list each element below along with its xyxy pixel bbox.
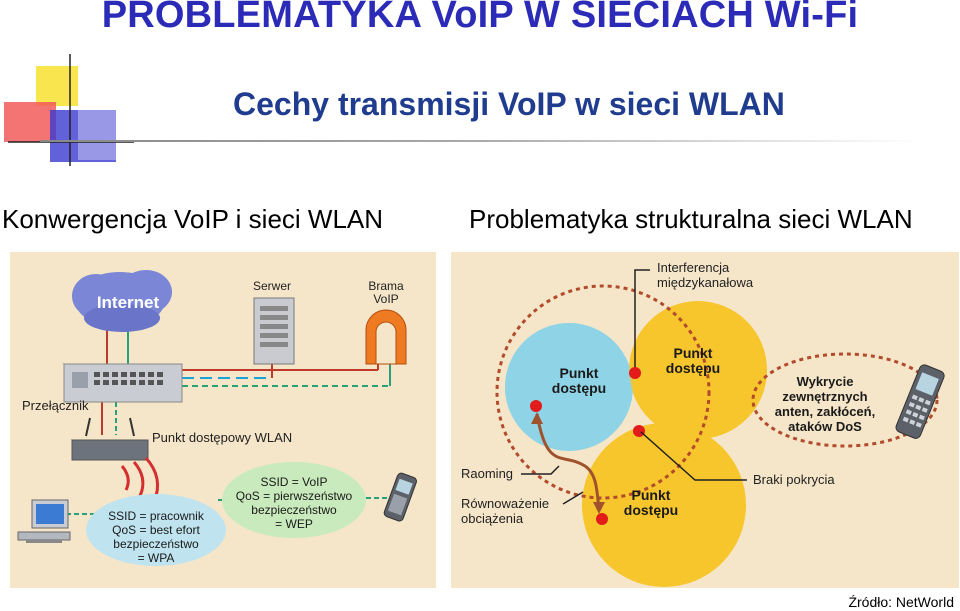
ssid-employee-line3: bezpieczeństwo	[113, 537, 199, 551]
coverage-area-ap3	[582, 423, 746, 587]
load-balance-label-line2: obciążenia	[461, 511, 524, 526]
interference-pointer	[634, 269, 650, 370]
network-links	[66, 330, 391, 515]
load-balance-pointer	[562, 491, 584, 505]
ap3-label-line1: Punkt	[632, 487, 671, 503]
decorative-logo	[4, 54, 134, 166]
coverage-area-ap2	[629, 301, 767, 439]
ssid-voip-line4: = WEP	[275, 517, 313, 531]
ssid-employee-line4: = WPA	[138, 551, 175, 565]
station-dot-3	[633, 425, 645, 437]
page-subtitle: Cechy transmisji VoIP w sieci WLAN	[233, 86, 785, 122]
internet-cloud-icon	[72, 270, 172, 332]
load-balance-label-line1: Równoważenie	[461, 496, 549, 511]
roaming-arrow-head	[593, 502, 605, 514]
dashed-ring-1	[495, 284, 711, 500]
page-title: PROBLEMATYKA VoIP W SIECIACH Wi-Fi	[101, 0, 859, 36]
computer-icon	[17, 499, 71, 543]
external-threats-line4: ataków DoS	[788, 419, 862, 434]
server-icon	[253, 297, 295, 365]
access-point-label: Punkt dostępowy WLAN	[152, 430, 292, 445]
mobile-phone-icon	[383, 472, 417, 522]
ssid-voip-line1: SSID = VoIP	[260, 475, 327, 489]
switch-label: Przełącznik	[22, 398, 89, 413]
internet-label: Internet	[97, 293, 160, 312]
roaming-label: Raoming	[461, 466, 513, 481]
voip-gateway-icon	[365, 309, 407, 365]
ap3-label-line2: dostępu	[624, 502, 678, 518]
station-dot-1	[629, 367, 641, 379]
coverage-gaps-label: Braki pokrycia	[753, 472, 835, 487]
right-column-heading: Problematyka strukturalna sieci WLAN	[469, 204, 913, 234]
ssid-employee-line1: SSID = pracownik	[108, 509, 205, 523]
wlan-structure-diagram: Interferencja międzykanałowa Punkt dostę…	[451, 252, 959, 588]
ap1-label-line1: Punkt	[560, 365, 599, 381]
ap1-label-line2: dostępu	[552, 380, 606, 396]
gateway-label-line2: VoIP	[373, 292, 398, 306]
dashed-ring-external	[751, 352, 939, 448]
external-threats-line2: zewnętrznych	[782, 389, 867, 404]
left-column-heading: Konwergencja VoIP i sieci WLAN	[2, 204, 384, 234]
title-divider	[40, 140, 920, 142]
coverage-gaps-pointer	[640, 431, 747, 481]
roaming-pointer	[521, 465, 560, 475]
access-point-icon	[70, 417, 150, 461]
ssid-employee-bubble	[86, 494, 226, 566]
switch-icon	[62, 363, 184, 403]
server-label: Serwer	[253, 279, 291, 293]
source-caption: Źródło: NetWorld	[848, 594, 954, 610]
ssid-voip-line2: QoS = pierwszeństwo	[236, 489, 353, 503]
external-threats-line1: Wykrycie	[797, 374, 854, 389]
ssid-voip-line3: bezpieczeństwo	[251, 503, 337, 517]
convergence-diagram: Internet Serwer Brama VoIP	[10, 252, 436, 588]
ap2-label-line2: dostępu	[666, 360, 720, 376]
interference-label-line1: Interferencja	[657, 260, 730, 275]
gateway-label-line1: Brama	[368, 279, 404, 293]
station-dot-2	[530, 400, 542, 412]
interference-label-line2: międzykanałowa	[657, 275, 754, 290]
roaming-arrow-tail	[531, 412, 543, 424]
ap2-label-line1: Punkt	[674, 345, 713, 361]
mobile-phone-icon	[895, 364, 945, 439]
ssid-employee-line2: QoS = best efort	[112, 523, 200, 537]
external-threats-line3: anten, zakłóceń,	[775, 404, 875, 419]
roaming-arrow	[535, 413, 601, 511]
station-dot-4	[596, 513, 608, 525]
ssid-voip-bubble	[222, 462, 366, 538]
